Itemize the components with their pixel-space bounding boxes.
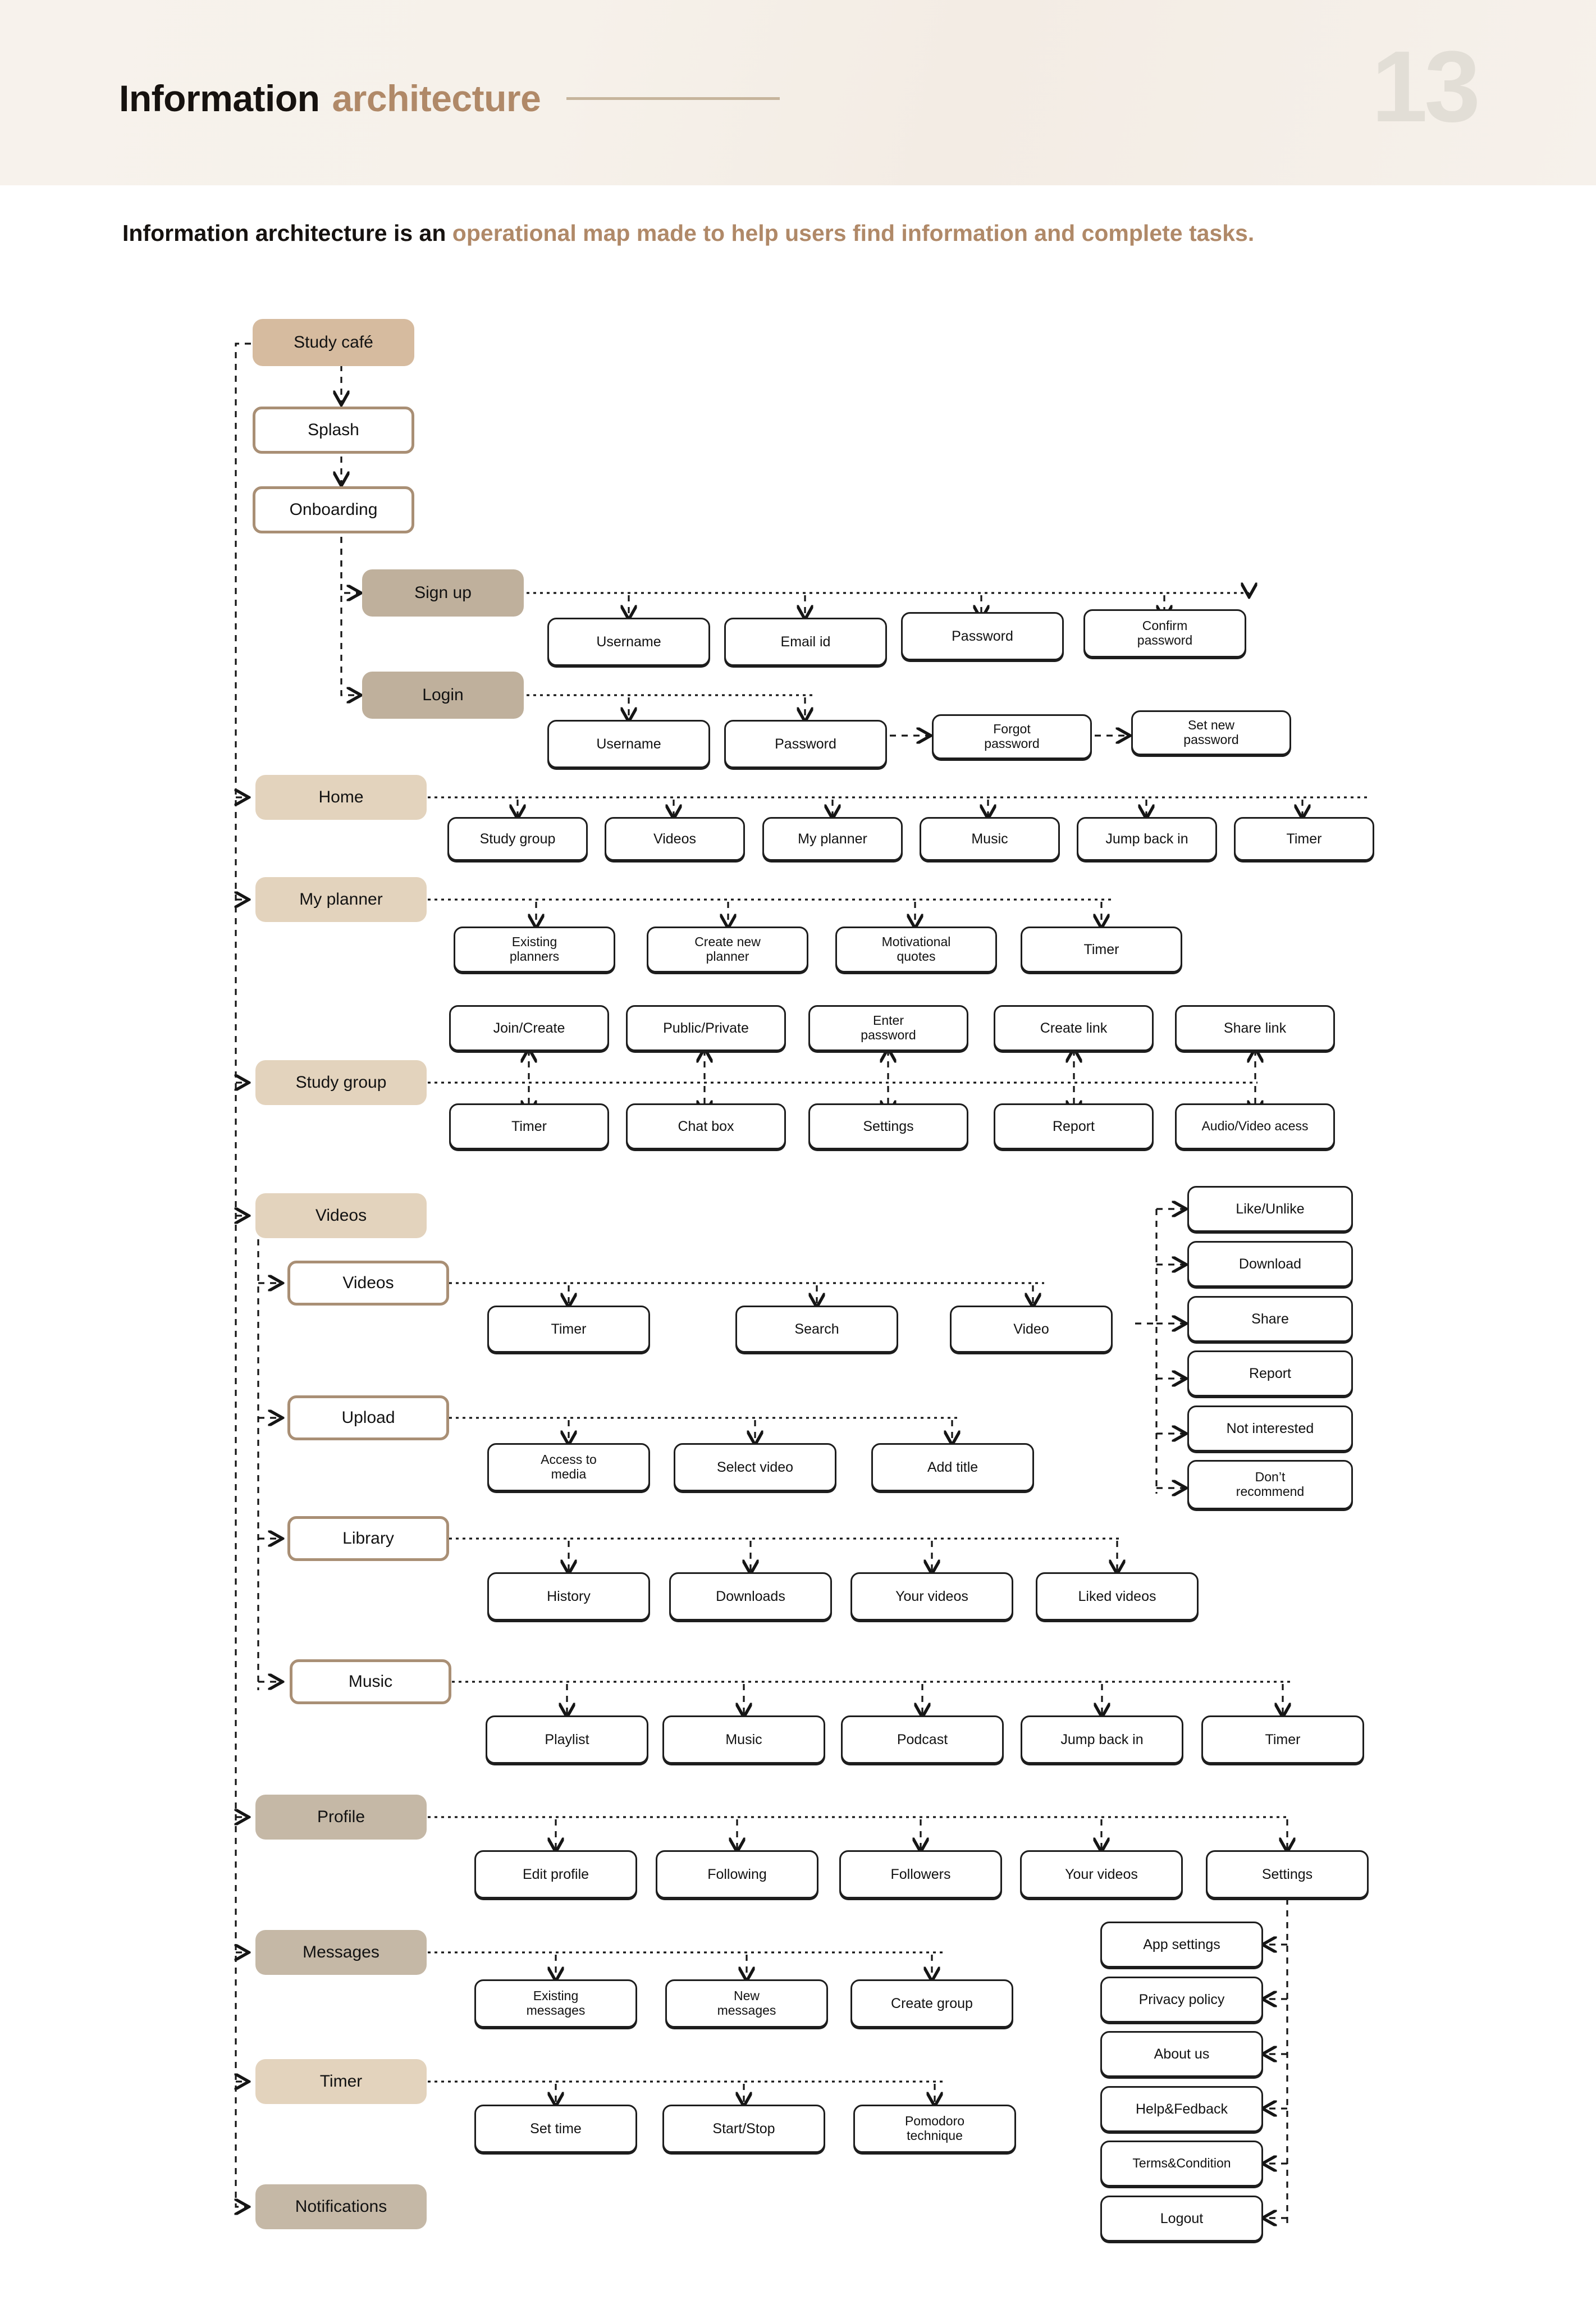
header-band: [0, 0, 1596, 185]
leaf-music-jump-back-in[interactable]: Jump back in: [1021, 1715, 1183, 1764]
page-subtitle: Information architecture is an operation…: [122, 220, 1254, 247]
leaf-share[interactable]: Share: [1187, 1296, 1353, 1342]
leaf-terms-condition[interactable]: Terms&Condition: [1100, 2141, 1263, 2187]
leaf-join-create[interactable]: Join/Create: [449, 1005, 609, 1051]
leaf-audio-video-access[interactable]: Audio/Video acess: [1175, 1103, 1335, 1149]
node-sign-up[interactable]: Sign up: [362, 569, 524, 617]
leaf-music[interactable]: Music: [662, 1715, 825, 1764]
leaf-liked-videos[interactable]: Liked videos: [1036, 1572, 1199, 1621]
leaf-add-title[interactable]: Add title: [871, 1443, 1034, 1491]
leaf-video[interactable]: Video: [950, 1306, 1113, 1353]
leaf-following[interactable]: Following: [656, 1850, 818, 1899]
leaf-create-link[interactable]: Create link: [994, 1005, 1154, 1051]
leaf-download[interactable]: Download: [1187, 1241, 1353, 1287]
leaf-signup-email[interactable]: Email id: [724, 618, 887, 666]
node-timer[interactable]: Timer: [255, 2059, 427, 2104]
leaf-profile-your-videos[interactable]: Your videos: [1020, 1850, 1183, 1899]
leaf-home-videos[interactable]: Videos: [605, 817, 745, 861]
node-videos-top[interactable]: Videos: [255, 1193, 427, 1238]
leaf-chat-box[interactable]: Chat box: [626, 1103, 786, 1149]
leaf-report[interactable]: Report: [1187, 1350, 1353, 1397]
leaf-app-settings[interactable]: App settings: [1100, 1922, 1263, 1968]
leaf-share-link[interactable]: Share link: [1175, 1005, 1335, 1051]
leaf-create-group[interactable]: Create group: [850, 1979, 1013, 2028]
node-profile[interactable]: Profile: [255, 1795, 427, 1840]
leaf-studygroup-report[interactable]: Report: [994, 1103, 1154, 1149]
leaf-studygroup-timer[interactable]: Timer: [449, 1103, 609, 1149]
leaf-followers[interactable]: Followers: [839, 1850, 1002, 1899]
node-study-cafe[interactable]: Study café: [253, 319, 414, 366]
node-my-planner[interactable]: My planner: [255, 877, 427, 922]
leaf-home-timer[interactable]: Timer: [1234, 817, 1374, 861]
page-title-primary: Information: [119, 77, 320, 119]
node-music[interactable]: Music: [290, 1659, 451, 1704]
node-onboarding[interactable]: Onboarding: [253, 486, 414, 533]
leaf-home-music[interactable]: Music: [920, 817, 1060, 861]
leaf-help-feedback[interactable]: Help&Fedback: [1100, 2086, 1263, 2132]
leaf-signup-username[interactable]: Username: [547, 618, 710, 666]
leaf-logout[interactable]: Logout: [1100, 2196, 1263, 2242]
leaf-home-my-planner[interactable]: My planner: [762, 817, 903, 861]
leaf-public-private[interactable]: Public/Private: [626, 1005, 786, 1051]
leaf-set-time[interactable]: Set time: [474, 2105, 637, 2153]
leaf-music-timer[interactable]: Timer: [1201, 1715, 1364, 1764]
subtitle-lead: Information architecture is an: [122, 220, 452, 246]
leaf-about-us[interactable]: About us: [1100, 2031, 1263, 2077]
leaf-login-username[interactable]: Username: [547, 720, 710, 768]
page-title-accent: architecture: [332, 77, 541, 119]
subtitle-accent: operational map made to help users find …: [452, 220, 1255, 246]
leaf-profile-settings[interactable]: Settings: [1206, 1850, 1369, 1899]
leaf-studygroup-settings[interactable]: Settings: [808, 1103, 968, 1149]
node-login[interactable]: Login: [362, 672, 524, 719]
leaf-planner-timer[interactable]: Timer: [1021, 927, 1182, 973]
node-messages[interactable]: Messages: [255, 1930, 427, 1975]
leaf-login-password[interactable]: Password: [724, 720, 887, 768]
leaf-podcast[interactable]: Podcast: [841, 1715, 1004, 1764]
leaf-start-stop[interactable]: Start/Stop: [662, 2105, 825, 2153]
leaf-signup-password[interactable]: Password: [901, 612, 1064, 660]
node-videos[interactable]: Videos: [287, 1261, 449, 1306]
leaf-not-interested[interactable]: Not interested: [1187, 1405, 1353, 1452]
node-splash[interactable]: Splash: [253, 407, 414, 454]
leaf-like-unlike[interactable]: Like/Unlike: [1187, 1186, 1353, 1232]
leaf-history[interactable]: History: [487, 1572, 650, 1621]
node-home[interactable]: Home: [255, 775, 427, 820]
leaf-home-study-group[interactable]: Study group: [447, 817, 588, 861]
leaf-downloads[interactable]: Downloads: [669, 1572, 832, 1621]
leaf-select-video[interactable]: Select video: [674, 1443, 836, 1491]
leaf-videos-search[interactable]: Search: [735, 1306, 898, 1353]
leaf-home-jump-back-in[interactable]: Jump back in: [1077, 817, 1217, 861]
leaf-videos-timer[interactable]: Timer: [487, 1306, 650, 1353]
page-number: 13: [1371, 30, 1480, 143]
node-study-group[interactable]: Study group: [255, 1060, 427, 1105]
page-title: Information architecture: [119, 73, 780, 124]
title-rule-divider: [566, 97, 780, 100]
leaf-playlist[interactable]: Playlist: [486, 1715, 648, 1764]
leaf-your-videos[interactable]: Your videos: [850, 1572, 1013, 1621]
node-notifications[interactable]: Notifications: [255, 2184, 427, 2229]
leaf-privacy-policy[interactable]: Privacy policy: [1100, 1977, 1263, 2023]
node-library[interactable]: Library: [287, 1516, 449, 1561]
node-upload[interactable]: Upload: [287, 1395, 449, 1440]
leaf-edit-profile[interactable]: Edit profile: [474, 1850, 637, 1899]
